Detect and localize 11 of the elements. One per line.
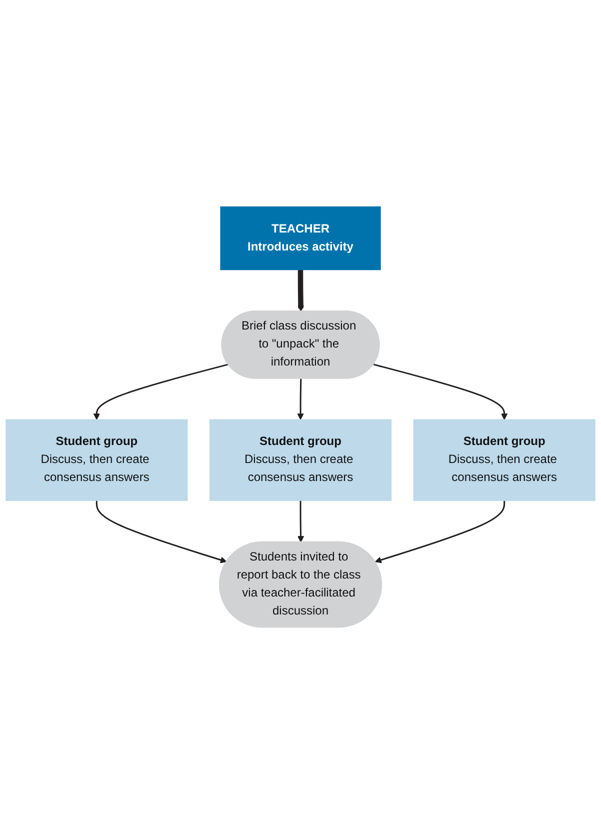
arrow xyxy=(374,500,506,564)
node-box: Student group Discuss, then create consensus answers xyxy=(413,419,596,501)
arrow xyxy=(373,364,508,420)
arrow xyxy=(297,378,304,420)
node-box: TEACHER Introduces activity xyxy=(220,206,381,270)
node-box: Student group Discuss, then create consensus answers xyxy=(6,419,188,501)
arrow xyxy=(93,364,228,420)
arrow xyxy=(96,500,227,564)
node-box: Student group Discuss, then create consensus answers xyxy=(209,419,392,501)
arrow xyxy=(297,500,304,542)
arrow xyxy=(297,270,304,312)
